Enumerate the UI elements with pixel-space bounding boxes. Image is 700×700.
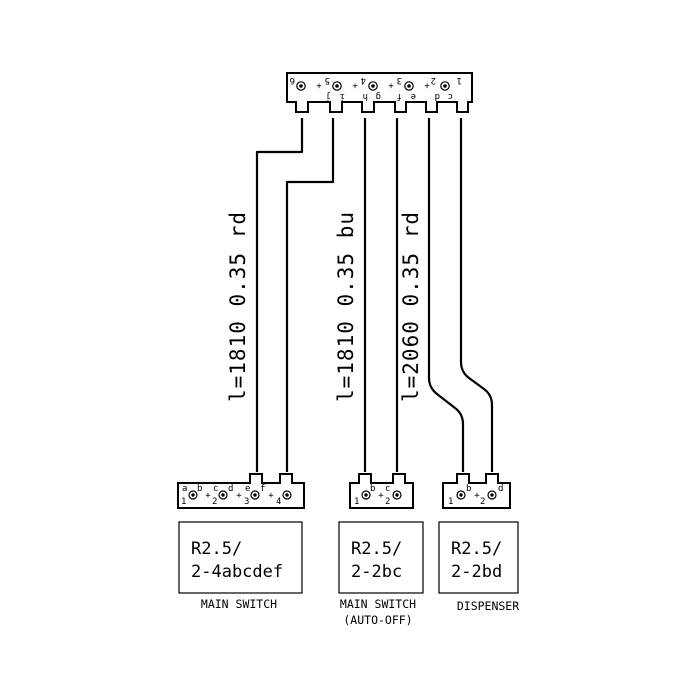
ref-main-switch-line1: R2.5/	[191, 539, 242, 559]
main-switch-number-4: 4	[276, 497, 281, 507]
main-switch-pins: + + +	[188, 490, 292, 501]
wire-spec-3: l=2060 0.35 rd	[399, 211, 423, 402]
connector-dispenser: + b d 1 2	[442, 473, 511, 509]
wire-5	[427, 118, 465, 472]
top-pin-number-1: 1	[457, 75, 462, 85]
top-pin-number-4: 4	[361, 75, 366, 85]
main-switch-letter-f: f	[260, 484, 265, 494]
main-switch-number-3: 3	[244, 497, 249, 507]
dispenser-pins: +	[456, 490, 497, 501]
main-switch-letter-d: d	[228, 484, 233, 494]
dispenser-number-2: 2	[480, 497, 485, 507]
ref-box-dispenser	[438, 521, 519, 594]
top-pin-letter-f: f	[397, 91, 402, 101]
connector-main-switch: + + + a b c d e f 1 2 3 4	[177, 473, 305, 509]
dispenser-number-1: 1	[448, 497, 453, 507]
ref-main-switch-line2: 2-4abcdef	[191, 562, 283, 582]
ref-auto-off-line2: 2-2bc	[351, 562, 402, 582]
dispenser-letter-d: d	[498, 484, 503, 494]
top-pin-number-2: 2	[431, 75, 436, 85]
wire-spec-2: l=1810 0.35 bu	[334, 211, 358, 402]
wire-spec-1: l=1810 0.35 rd	[226, 211, 250, 402]
caption-dispenser: DISPENSER	[457, 599, 519, 613]
wire-1	[255, 118, 304, 472]
dispenser-letter-b: b	[466, 484, 471, 494]
svg-text:+: +	[205, 491, 211, 501]
auto-off-pins: +	[361, 490, 402, 501]
svg-text:+: +	[424, 80, 430, 90]
wires	[255, 118, 494, 472]
main-switch-letter-c: c	[213, 484, 218, 494]
top-pin-letter-d: d	[435, 91, 440, 101]
auto-off-letter-b: b	[370, 484, 375, 494]
auto-off-letter-c: c	[385, 484, 390, 494]
wire-2	[285, 118, 335, 472]
top-pin-letter-i: i	[340, 91, 345, 101]
ref-box-main-switch	[178, 521, 303, 594]
top-pin-letter-h: h	[363, 91, 368, 101]
svg-text:+: +	[474, 491, 480, 501]
top-pin-number-6: 6	[290, 75, 295, 85]
svg-text:+: +	[388, 80, 394, 90]
top-pin-number-5: 5	[325, 75, 330, 85]
main-switch-letter-a: a	[182, 484, 187, 494]
top-connector-pins: + + + +	[296, 80, 450, 91]
svg-text:+: +	[268, 491, 274, 501]
ref-box-main-switch-auto-off	[338, 521, 424, 594]
top-pin-letter-j: j	[326, 91, 331, 101]
top-connector: + + + + 1 2 3 4 5 6 c d e f g h i j	[286, 72, 473, 113]
main-switch-letter-b: b	[197, 484, 202, 494]
ref-dispenser-line1: R2.5/	[451, 539, 502, 559]
top-pin-letter-g: g	[376, 91, 381, 101]
main-switch-letter-e: e	[245, 484, 250, 494]
main-switch-number-2: 2	[212, 497, 217, 507]
svg-text:+: +	[352, 80, 358, 90]
wire-6	[459, 118, 494, 472]
auto-off-number-2: 2	[385, 497, 390, 507]
auto-off-number-1: 1	[354, 497, 359, 507]
caption-main-switch-auto-off-line1: MAIN SWITCH	[340, 597, 416, 611]
connector-main-switch-auto-off: + b c 1 2	[349, 473, 414, 509]
ref-auto-off-line1: R2.5/	[351, 539, 402, 559]
svg-text:+: +	[316, 80, 322, 90]
top-pin-letter-e: e	[411, 91, 416, 101]
main-switch-number-1: 1	[181, 497, 186, 507]
ref-dispenser-line2: 2-2bd	[451, 562, 502, 582]
caption-main-switch: MAIN SWITCH	[201, 597, 277, 611]
svg-text:+: +	[236, 491, 242, 501]
top-pin-number-3: 3	[397, 75, 402, 85]
svg-text:+: +	[378, 491, 384, 501]
caption-main-switch-auto-off-line2: (AUTO-OFF)	[343, 613, 412, 627]
top-pin-letter-c: c	[448, 91, 453, 101]
